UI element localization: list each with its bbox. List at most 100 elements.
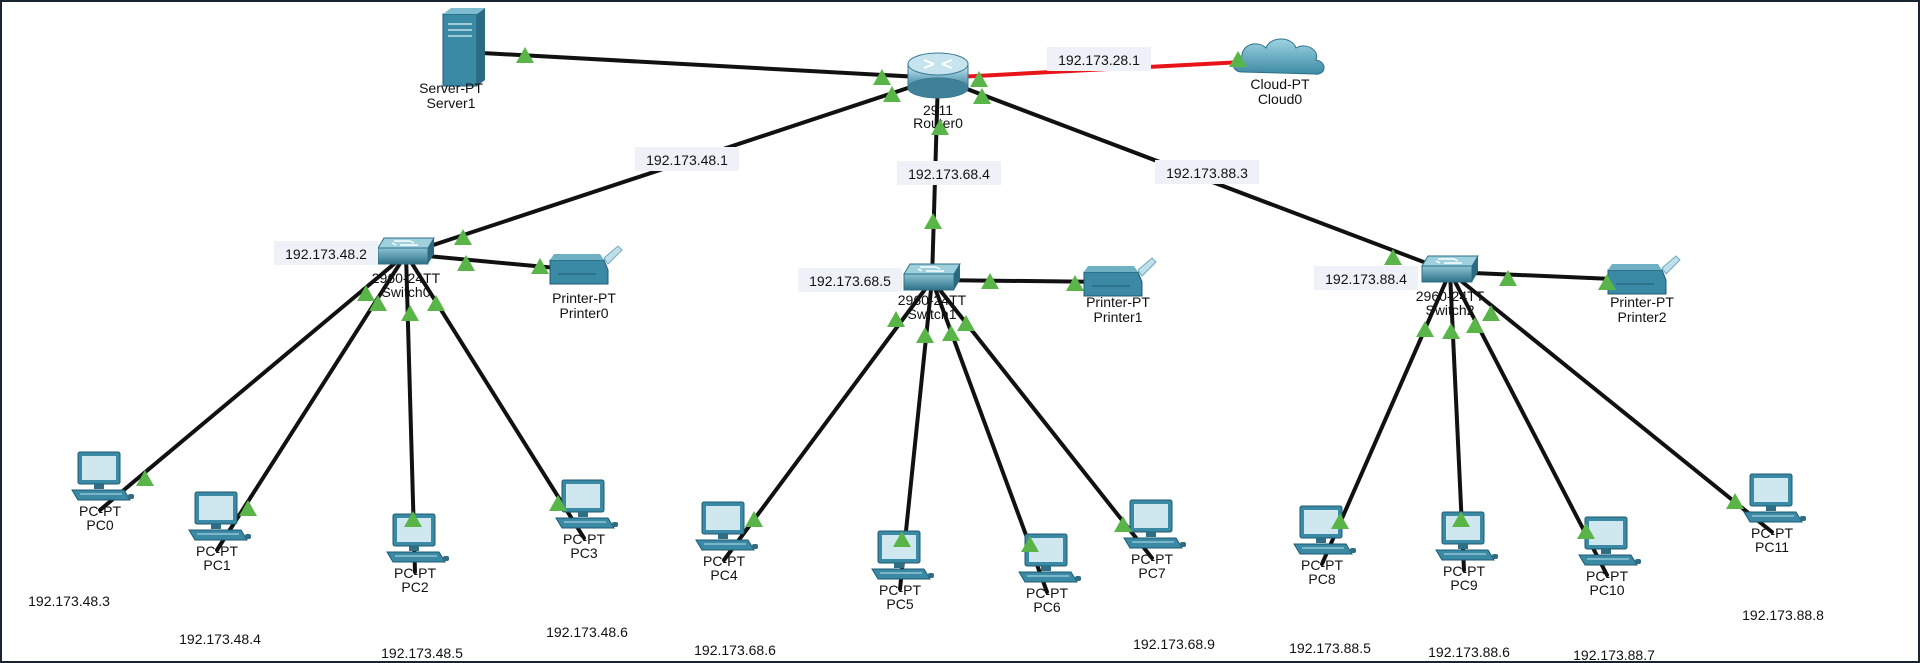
pc-icon — [1435, 511, 1499, 561]
switch-icon — [377, 237, 435, 265]
device-name-label: PC4 — [710, 567, 737, 583]
device-name-label: Server1 — [426, 95, 475, 111]
device-type-label: Printer-PT — [552, 290, 616, 306]
port-up-marker — [1384, 249, 1402, 265]
port-up-marker — [970, 71, 988, 87]
device-type-label: Printer-PT — [1086, 294, 1150, 310]
link-switch0-printer0[interactable] — [404, 252, 580, 272]
link-switch2-pc11[interactable] — [1448, 270, 1774, 534]
port-up-marker — [745, 511, 763, 527]
printer-icon — [549, 245, 623, 285]
ip-label-router-switch1: 192.173.68.4 — [897, 161, 1001, 185]
port-up-marker — [516, 47, 534, 63]
ip-address-text: 192.173.88.6 — [1428, 644, 1510, 660]
device-type-label: PC-PT — [1301, 557, 1343, 573]
port-up-marker — [973, 88, 991, 104]
device-name-label: PC10 — [1589, 582, 1624, 598]
ip-address-text: 192.173.48.5 — [381, 645, 463, 661]
switch-icon — [903, 263, 961, 291]
port-up-marker — [369, 295, 387, 311]
device-type-label: PC-PT — [1751, 525, 1793, 541]
ip-label-bg — [897, 161, 1001, 185]
device-name-label: Switch1 — [907, 306, 956, 322]
port-up-marker — [981, 273, 999, 289]
ip-address-text: 192.173.68.9 — [1133, 636, 1215, 652]
link-switch2-pc8[interactable] — [1320, 270, 1452, 566]
device-type-label: 2960-24TT — [898, 292, 967, 308]
device-name-label: PC5 — [886, 596, 913, 612]
ip-label-pc9: 192.173.88.6 — [1428, 644, 1510, 660]
port-up-marker — [1229, 51, 1247, 67]
pc-icon — [1293, 505, 1357, 555]
ip-label-bg — [274, 241, 378, 265]
device-type-label: PC-PT — [394, 565, 436, 581]
device-type-label: Printer-PT — [1610, 294, 1674, 310]
device-type-label: 2960-24TT — [372, 270, 441, 286]
device-type-label: PC-PT — [1026, 585, 1068, 601]
port-up-marker — [1577, 523, 1595, 539]
ip-label-router-switch0: 192.173.48.1 — [635, 147, 739, 171]
ip-label-router-cloud: 192.173.28.1 — [1047, 47, 1151, 71]
port-up-marker — [924, 213, 942, 229]
link-switch1-printer1[interactable] — [930, 278, 1114, 284]
ip-address-text: 192.173.48.4 — [179, 631, 261, 647]
device-type-label: 2960-24TT — [1416, 288, 1485, 304]
pc-icon — [1578, 516, 1642, 566]
device-type-label: 2911 — [923, 102, 953, 118]
ip-label-pc1: 192.173.48.4 — [179, 631, 261, 647]
port-up-marker — [1416, 321, 1434, 337]
ip-label-bg — [635, 147, 739, 171]
device-name-label: PC6 — [1033, 599, 1060, 615]
device-name-label: Switch2 — [1425, 302, 1474, 318]
ip-address-text: 192.173.68.4 — [908, 166, 990, 182]
ip-address-text: 192.173.68.5 — [809, 273, 891, 289]
link-server1-router0[interactable] — [462, 50, 940, 80]
ip-address-text: 192.173.48.6 — [546, 624, 628, 640]
ip-address-text: 192.173.48.3 — [28, 593, 110, 609]
port-up-marker — [427, 295, 445, 311]
ip-label-bg — [1047, 47, 1151, 71]
port-up-marker — [1726, 493, 1744, 509]
ip-label-bg — [1155, 160, 1259, 184]
ip-address-text: 192.173.88.4 — [1325, 271, 1407, 287]
device-type-label: PC-PT — [563, 531, 605, 547]
port-up-marker — [549, 495, 567, 511]
device-name-label: PC1 — [203, 557, 230, 573]
device-name-label: Printer0 — [559, 305, 608, 321]
port-up-marker — [873, 69, 891, 85]
port-up-marker — [1598, 274, 1616, 290]
ip-address-text: 192.173.28.1 — [1058, 52, 1140, 68]
port-up-marker — [883, 86, 901, 102]
device-type-label: PC-PT — [1443, 563, 1485, 579]
device-type-label: PC-PT — [703, 553, 745, 569]
ip-address-text: 192.173.48.2 — [285, 246, 367, 262]
device-type-label: PC-PT — [879, 582, 921, 598]
link-switch0-pc0[interactable] — [98, 252, 408, 512]
device-router0[interactable]: 2911Router0 — [907, 52, 969, 131]
port-up-marker — [931, 119, 949, 135]
ip-label-pc0: 192.173.48.3 — [28, 593, 110, 609]
device-name-label: PC9 — [1450, 577, 1477, 593]
ip-label-pc7: 192.173.68.9 — [1133, 636, 1215, 652]
